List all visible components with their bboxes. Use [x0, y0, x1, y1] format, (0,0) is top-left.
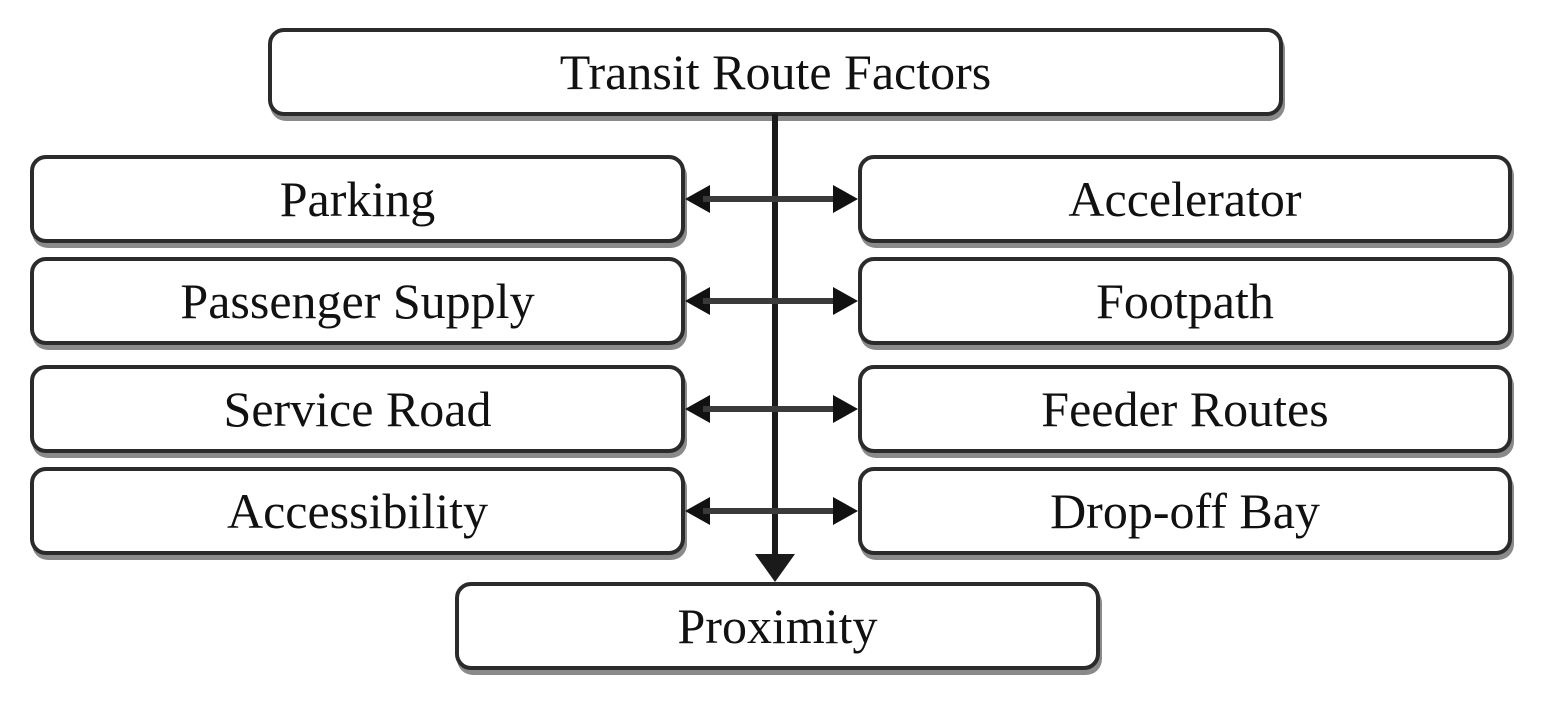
right-arrowhead-icon	[833, 185, 858, 213]
node-service-road-label: Service Road	[223, 381, 492, 437]
node-accessibility: Accessibility	[30, 467, 685, 555]
node-service-road: Service Road	[30, 365, 685, 453]
node-footpath: Footpath	[858, 257, 1512, 345]
vertical-connector-line	[772, 114, 778, 556]
node-transit-route-factors: Transit Route Factors	[268, 28, 1283, 116]
node-proximity: Proximity	[455, 582, 1100, 670]
arrow-shaft	[703, 196, 840, 202]
node-passenger-supply-label: Passenger Supply	[180, 273, 535, 329]
node-accelerator: Accelerator	[858, 155, 1512, 243]
right-arrowhead-icon	[833, 287, 858, 315]
node-feeder-routes: Feeder Routes	[858, 365, 1512, 453]
node-parking: Parking	[30, 155, 685, 243]
node-accelerator-label: Accelerator	[1068, 171, 1302, 227]
right-arrowhead-icon	[833, 497, 858, 525]
node-parking-label: Parking	[279, 171, 436, 227]
node-accessibility-label: Accessibility	[226, 483, 489, 539]
arrow-shaft	[703, 508, 840, 514]
node-drop-off-bay-label: Drop-off Bay	[1050, 483, 1320, 539]
right-arrowhead-icon	[833, 395, 858, 423]
arrow-shaft	[703, 406, 840, 412]
node-feeder-routes-label: Feeder Routes	[1041, 381, 1329, 437]
node-drop-off-bay: Drop-off Bay	[858, 467, 1512, 555]
arrow-shaft	[703, 298, 840, 304]
node-footpath-label: Footpath	[1096, 273, 1274, 329]
down-arrowhead-icon	[755, 554, 795, 582]
node-proximity-label: Proximity	[677, 598, 878, 654]
node-transit-route-factors-label: Transit Route Factors	[559, 44, 992, 100]
node-passenger-supply: Passenger Supply	[30, 257, 685, 345]
